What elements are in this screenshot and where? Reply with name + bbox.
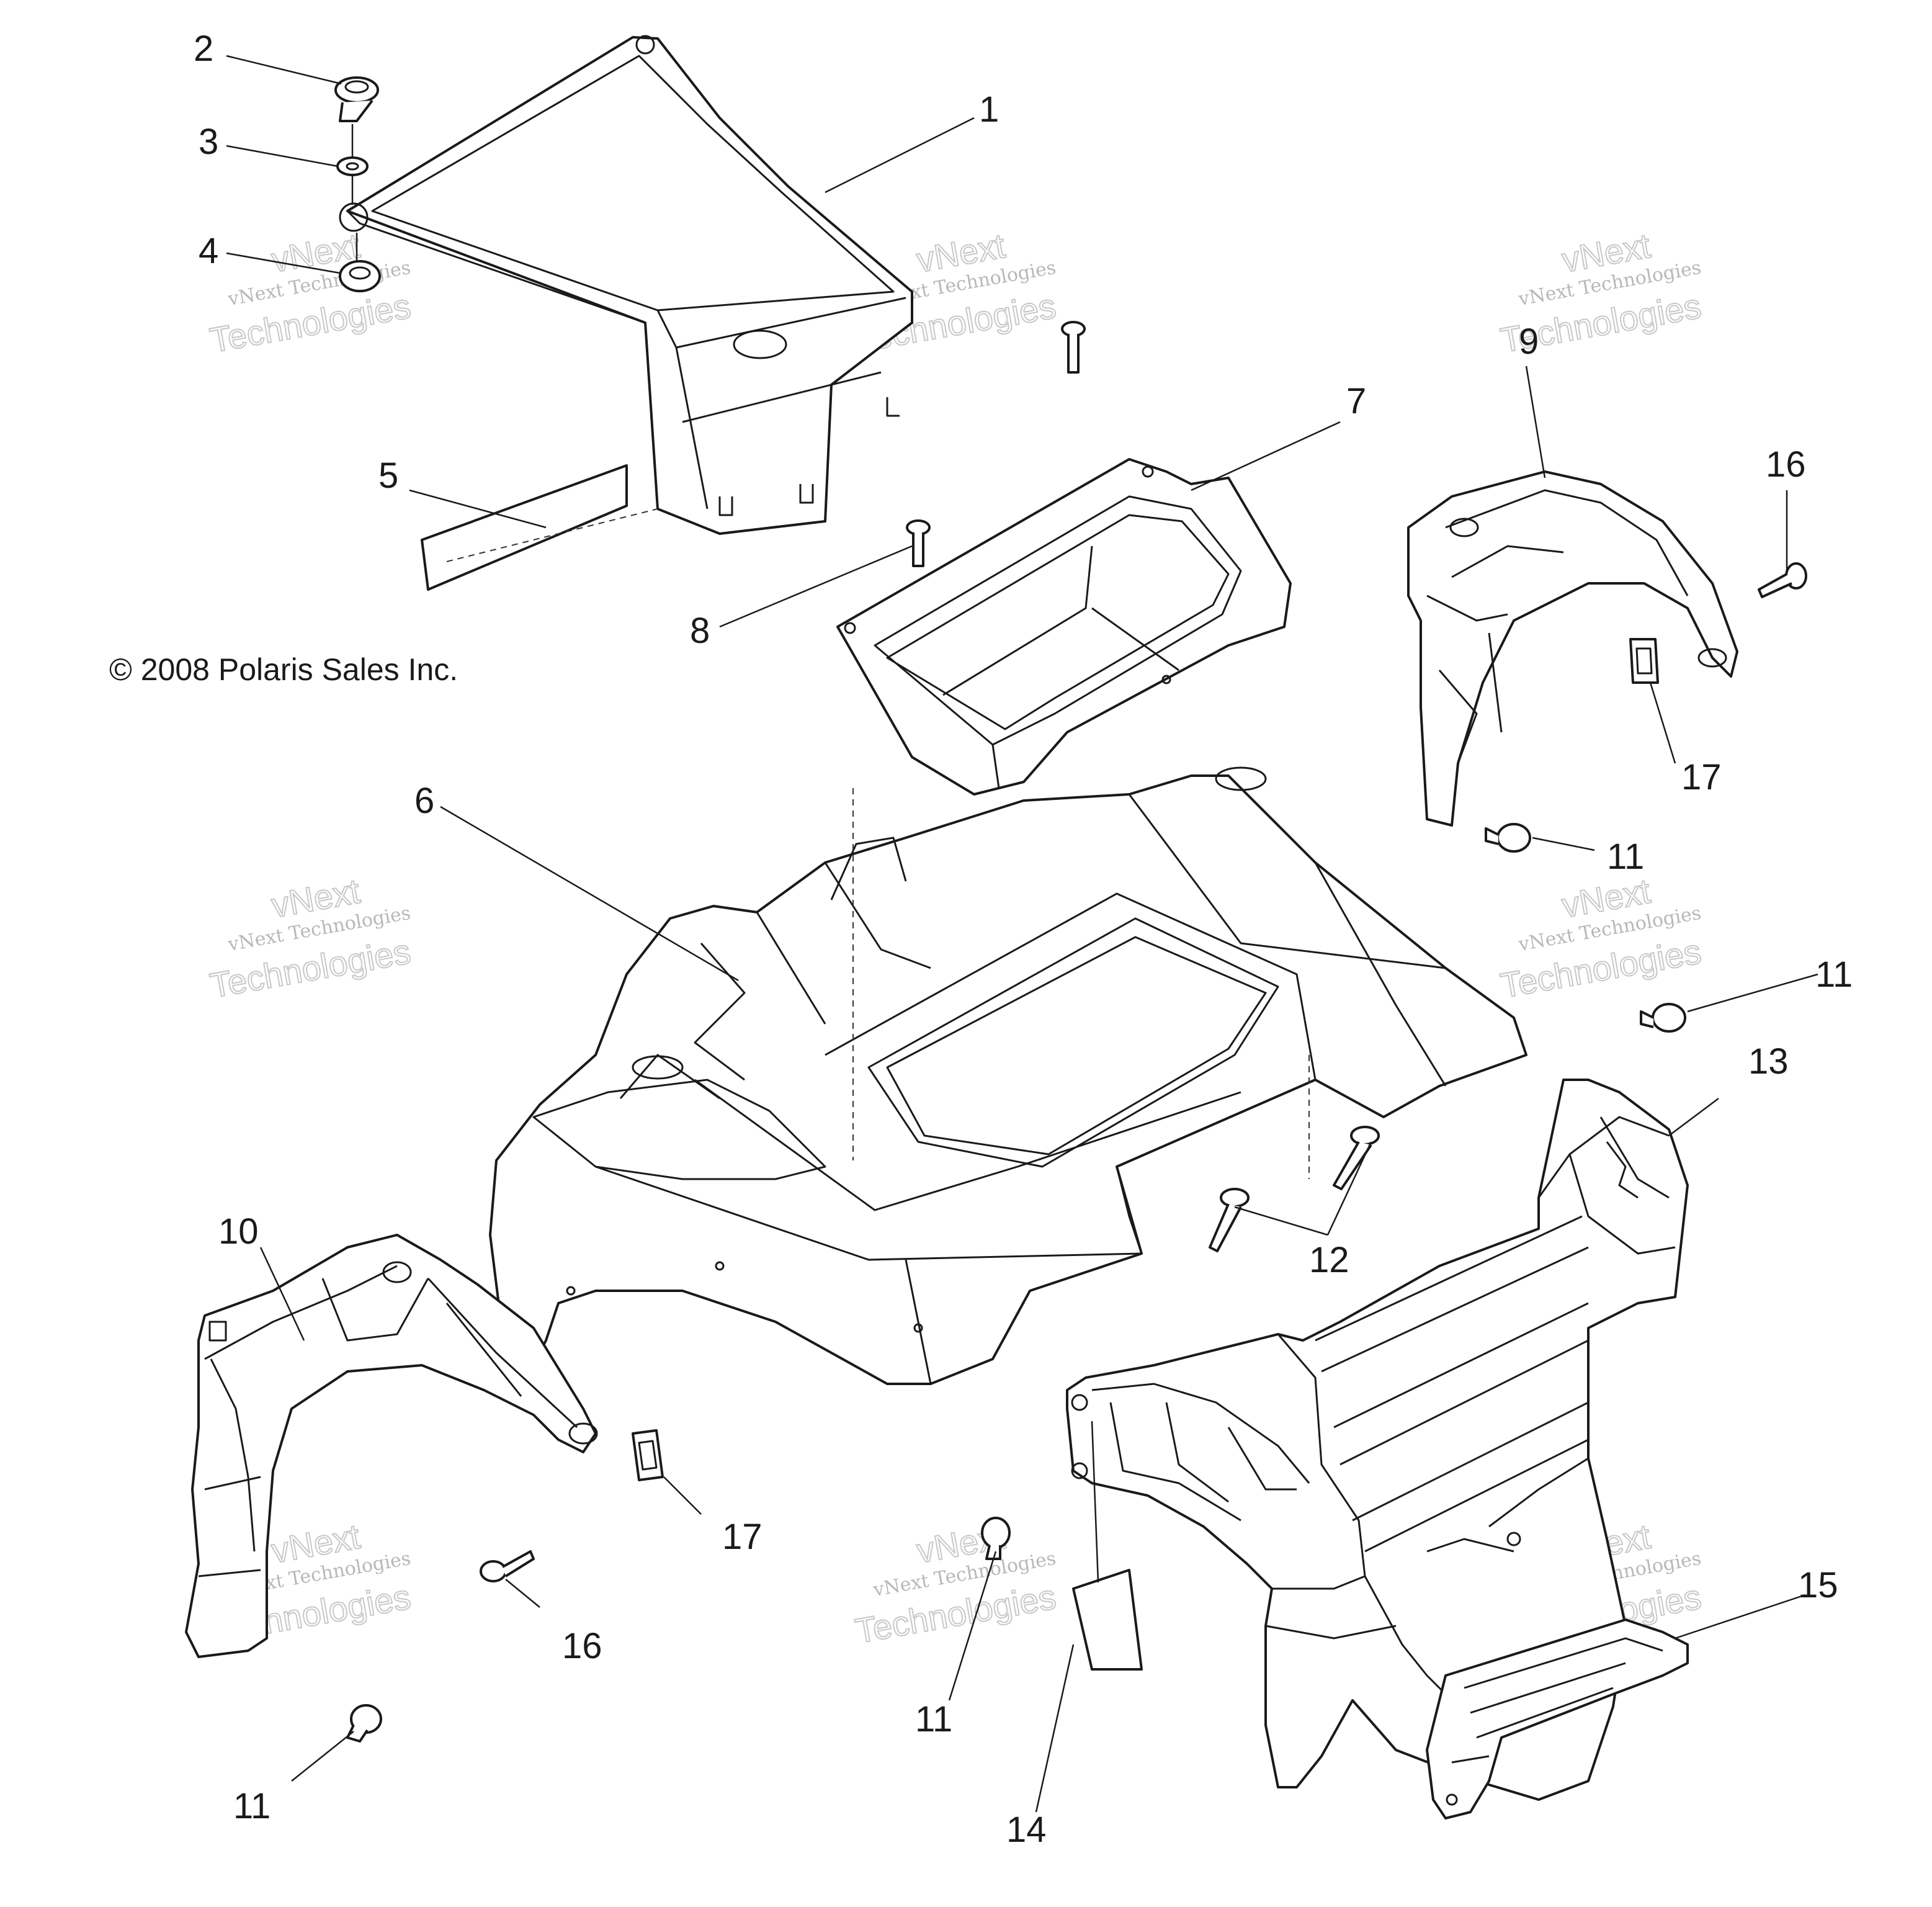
part-5-decal: [421, 464, 658, 591]
part-12-screw: [1333, 1126, 1380, 1190]
part-13-front-fascia: [1066, 1079, 1689, 1801]
part-14-decal: [1072, 1569, 1143, 1671]
watermark: vNext vNext Technologies Technologies: [1497, 871, 1705, 1006]
part-4-grommet: [339, 260, 381, 292]
callout-2: 2: [194, 29, 213, 69]
callout-8: 8: [690, 611, 710, 651]
watermark: vNext vNext Technologies Technologies: [207, 225, 414, 361]
part-6-front-hood: [489, 766, 1527, 1385]
part-8-screw: [906, 519, 931, 567]
callout-11: 11: [233, 1786, 271, 1826]
callout-13: 13: [1748, 1041, 1789, 1082]
part-11-push-rivet: [1640, 1003, 1686, 1033]
callout-4: 4: [199, 231, 218, 271]
callout-numbers: 1 2 3 4 5 6 7 8 9 10 11 11 11 11 12 13 1…: [194, 29, 1853, 1850]
part-17-clip: [1629, 638, 1659, 684]
callout-5: 5: [378, 455, 398, 496]
part-3-washer: [336, 156, 369, 176]
part-2-knob: [334, 76, 379, 122]
part-12-screw: [1209, 1188, 1250, 1252]
part-7-storage-bin: [836, 458, 1292, 796]
part-15-skid-plate: [1426, 1618, 1689, 1820]
leader-lines: [226, 55, 1818, 1813]
callout-16: 16: [1766, 444, 1806, 485]
copyright-notice: © 2008 Polaris Sales Inc.: [109, 652, 458, 687]
callout-1: 1: [979, 89, 999, 130]
callout-11: 11: [1815, 954, 1853, 995]
part-9-right-fender: [1407, 470, 1738, 827]
callout-14: 14: [1006, 1810, 1047, 1850]
callout-3: 3: [199, 122, 218, 162]
part-8-screw: [1061, 321, 1086, 374]
callout-11: 11: [1607, 837, 1644, 877]
callout-15: 15: [1798, 1565, 1838, 1605]
callout-16: 16: [562, 1626, 602, 1666]
part-11-push-rivet: [1485, 823, 1531, 853]
part-11-push-rivet: [346, 1704, 382, 1743]
watermark: vNext vNext Technologies Technologies: [852, 1516, 1060, 1651]
part-16-bolt: [480, 1550, 535, 1582]
part-10-left-fender: [185, 1234, 598, 1658]
part-16-bolt: [1758, 562, 1807, 598]
callout-11: 11: [915, 1699, 952, 1739]
part-11-push-rivet: [981, 1517, 1011, 1560]
watermark: vNext vNext Technologies Technologies: [1497, 225, 1705, 361]
callout-17: 17: [722, 1517, 763, 1557]
callout-10: 10: [218, 1211, 259, 1252]
callout-7: 7: [1346, 381, 1366, 421]
callout-6: 6: [414, 781, 434, 821]
callout-9: 9: [1519, 321, 1539, 362]
part-17-clip: [632, 1429, 664, 1481]
callout-17: 17: [1681, 757, 1722, 797]
watermark: vNext vNext Technologies Technologies: [207, 871, 414, 1006]
part-1-storage-lid: [339, 35, 913, 535]
callout-12: 12: [1309, 1240, 1349, 1280]
